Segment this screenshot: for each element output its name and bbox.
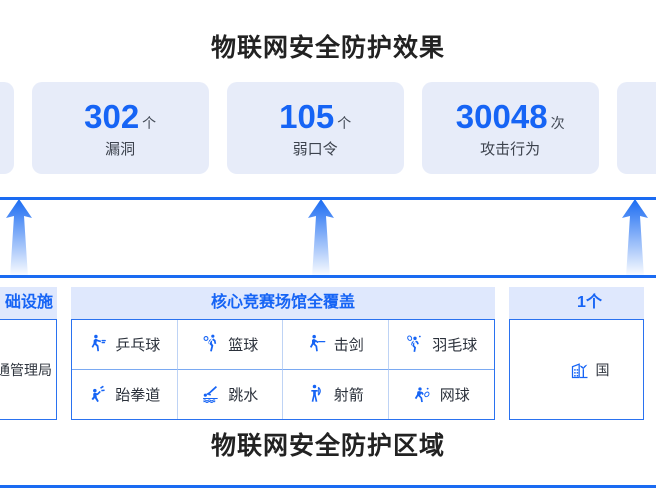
sport-cell-diving[interactable]: 跳水 (178, 369, 283, 419)
tennis-icon (414, 387, 430, 403)
sport-label: 羽毛球 (432, 336, 478, 354)
stat-card-partial-left (0, 82, 14, 174)
diving-icon (203, 386, 218, 404)
sport-cell-archery[interactable]: 射箭 (283, 369, 389, 419)
panel-body: 通管理局 (0, 319, 57, 420)
sport-label: 乒乓球 (115, 336, 161, 354)
stat-value: 30048 (455, 97, 548, 135)
sport-cell-badminton[interactable]: 羽毛球 (388, 320, 494, 370)
stat-card-partial-right (616, 82, 656, 174)
stat-value-row: 30048 次 (456, 100, 565, 133)
stat-label: 攻击行为 (480, 140, 541, 158)
sport-cell-fencing[interactable]: 击剑 (283, 320, 389, 370)
archery-icon (311, 385, 321, 403)
stat-value-row: 302 个 (84, 100, 156, 133)
panel-infrastructure[interactable]: 础设施 通管理局 (0, 287, 57, 420)
stat-label: 弱口令 (292, 140, 338, 158)
sports-grid: 乒乓球 篮球 (72, 320, 494, 419)
panel-header: 础设施 (0, 287, 57, 319)
stat-label: 漏洞 (105, 140, 136, 158)
sport-label: 跆拳道 (115, 386, 161, 404)
divider-line-bottom (0, 485, 656, 488)
stat-value: 302 (84, 97, 140, 135)
fencing-icon (309, 335, 326, 352)
panel-item-label: 通管理局 (0, 361, 52, 378)
sport-label: 跳水 (228, 386, 259, 404)
stat-unit: 次 (550, 114, 565, 131)
arrow-band (0, 197, 656, 277)
sport-label: 射箭 (333, 386, 364, 404)
arrow-up-icon (308, 199, 334, 277)
stat-unit: 个 (142, 114, 157, 131)
sport-label: 网球 (439, 386, 470, 404)
stat-card-attacks[interactable]: 30048 次 攻击行为 (421, 82, 599, 174)
badminton-icon (407, 335, 421, 353)
stat-unit: 个 (337, 114, 352, 131)
sport-cell-tennis[interactable]: 网球 (389, 370, 495, 420)
sport-label: 篮球 (228, 336, 259, 354)
stat-value-row: 105 个 (279, 100, 351, 133)
building-icon (571, 362, 587, 378)
panel-body: 国 (509, 319, 644, 420)
table-tennis-icon (91, 335, 107, 352)
panel-item-label: 国 (595, 361, 610, 378)
sport-cell-taekwondo[interactable]: 跆拳道 (72, 369, 178, 419)
divider-line-top (0, 197, 656, 200)
stat-card-weak-passwords[interactable]: 105 个 弱口令 (226, 82, 404, 174)
taekwondo-icon (91, 385, 105, 403)
arrow-up-icon (6, 199, 32, 277)
sport-label: 击剑 (333, 336, 364, 354)
stat-card-vulnerabilities[interactable]: 302 个 漏洞 (31, 82, 209, 174)
stat-card-strip: 302 个 漏洞 105 个 弱口令 30048 次 攻击行为 (0, 82, 656, 174)
stat-value: 105 (279, 97, 335, 135)
sport-cell-table-tennis[interactable]: 乒乓球 (72, 320, 178, 370)
protection-zone-panels: 础设施 通管理局 核心竞赛场馆全覆盖 乒乓球 (0, 287, 656, 420)
panel-competition-venues[interactable]: 核心竞赛场馆全覆盖 乒乓球 (71, 287, 495, 420)
arrow-up-icon (622, 199, 648, 277)
basketball-icon (203, 334, 217, 352)
panel-national-venue[interactable]: 1个 国 (509, 287, 644, 420)
panel-header: 核心竞赛场馆全覆盖 (71, 287, 495, 319)
page-title-bottom: 物联网安全防护区域 (210, 432, 445, 460)
page-title-top: 物联网安全防护效果 (210, 34, 445, 62)
sport-cell-basketball[interactable]: 篮球 (177, 320, 283, 370)
panel-header: 1个 (509, 287, 644, 319)
panel-body: 乒乓球 篮球 (71, 319, 495, 420)
